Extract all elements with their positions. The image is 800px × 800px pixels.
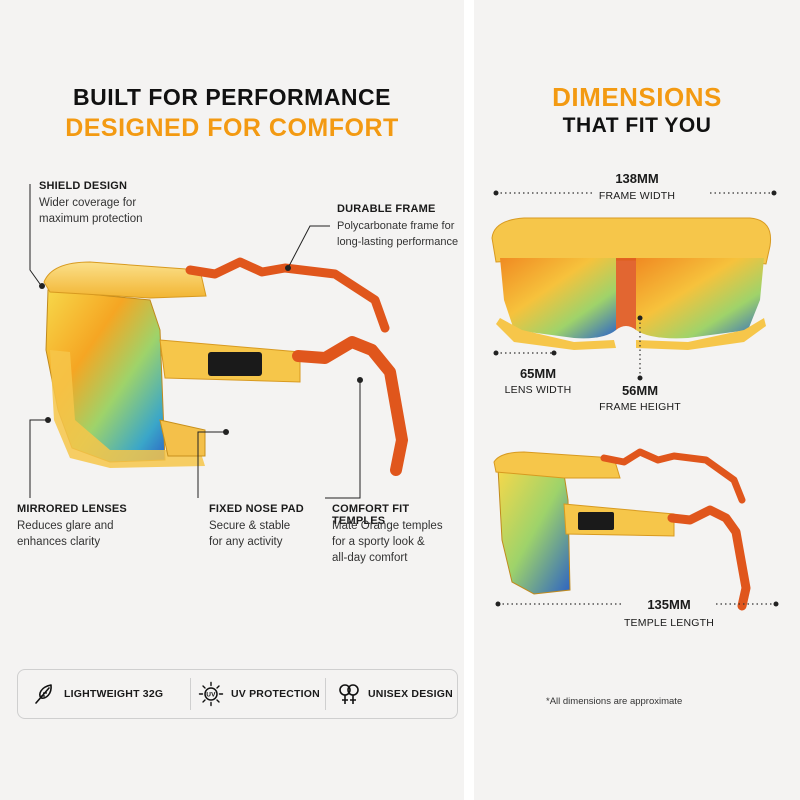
svg-text:UV: UV (206, 692, 216, 699)
lens-width-label: LENS WIDTH (504, 384, 572, 396)
temple-length-value: 135MM (647, 597, 691, 612)
feature-desc-nose-pad: Secure & stable for any activity (209, 520, 291, 548)
feature-title-frame: DURABLE FRAME (337, 203, 436, 215)
dimensions-panel: DIMENSIONS THAT FIT YOU (474, 0, 800, 800)
lens-width-value: 65MM (519, 366, 557, 381)
feature-desc-shield: Wider coverage for maximum protection (39, 197, 143, 225)
frame-height-label: FRAME HEIGHT (599, 401, 681, 413)
sun-uv-icon: UV (198, 681, 224, 707)
feature-desc-lenses: Reduces glare and enhances clarity (17, 520, 114, 548)
feature-title-temples: COMFORT FIT TEMPLES (332, 503, 410, 527)
dimensions-heading-line2: THAT FIT YOU (562, 114, 712, 137)
feature-desc-temples: Mate Orange temples for a sporty look & … (332, 520, 443, 564)
frame-height-value: 56MM (621, 383, 659, 398)
badge-label-unisex: UNISEX DESIGN (368, 688, 453, 700)
badge-unisex: UNISEX DESIGN (336, 670, 453, 718)
sunglasses-dimension-diagram (491, 190, 779, 611)
feature-badges-bar: LIGHTWEIGHT 32G UV UV PROTECTION (17, 669, 458, 719)
feature-title-shield: SHIELD DESIGN (39, 180, 128, 192)
feature-desc-frame: Polycarbonate frame for long-lasting per… (337, 220, 459, 248)
dimensions-heading-line1: DIMENSIONS (552, 82, 722, 112)
features-panel: BUILT FOR PERFORMANCE DESIGNED FOR COMFO… (0, 0, 464, 800)
badge-label-uv: UV PROTECTION (231, 688, 320, 700)
unisex-icon (339, 684, 359, 704)
badge-divider (190, 678, 191, 710)
feature-title-lenses: MIRRORED LENSES (17, 503, 127, 515)
badge-label-lightweight: LIGHTWEIGHT 32G (64, 688, 164, 700)
sunglasses-side-view-image (29, 184, 408, 499)
frame-width-label: FRAME WIDTH (598, 190, 676, 202)
frame-width-value: 138MM (615, 171, 659, 186)
badge-uv: UV UV PROTECTION (198, 670, 320, 718)
feather-icon (35, 684, 52, 704)
temple-length-label: TEMPLE LENGTH (623, 617, 715, 629)
feature-title-nose-pad: FIXED NOSE PAD (209, 503, 304, 515)
badge-divider (325, 678, 326, 710)
dimensions-disclaimer: *All dimensions are approximate (546, 696, 683, 707)
badge-lightweight: LIGHTWEIGHT 32G (32, 670, 163, 718)
features-heading-line2: DESIGNED FOR COMFORT (65, 114, 399, 142)
features-heading-line1: BUILT FOR PERFORMANCE (72, 84, 391, 110)
